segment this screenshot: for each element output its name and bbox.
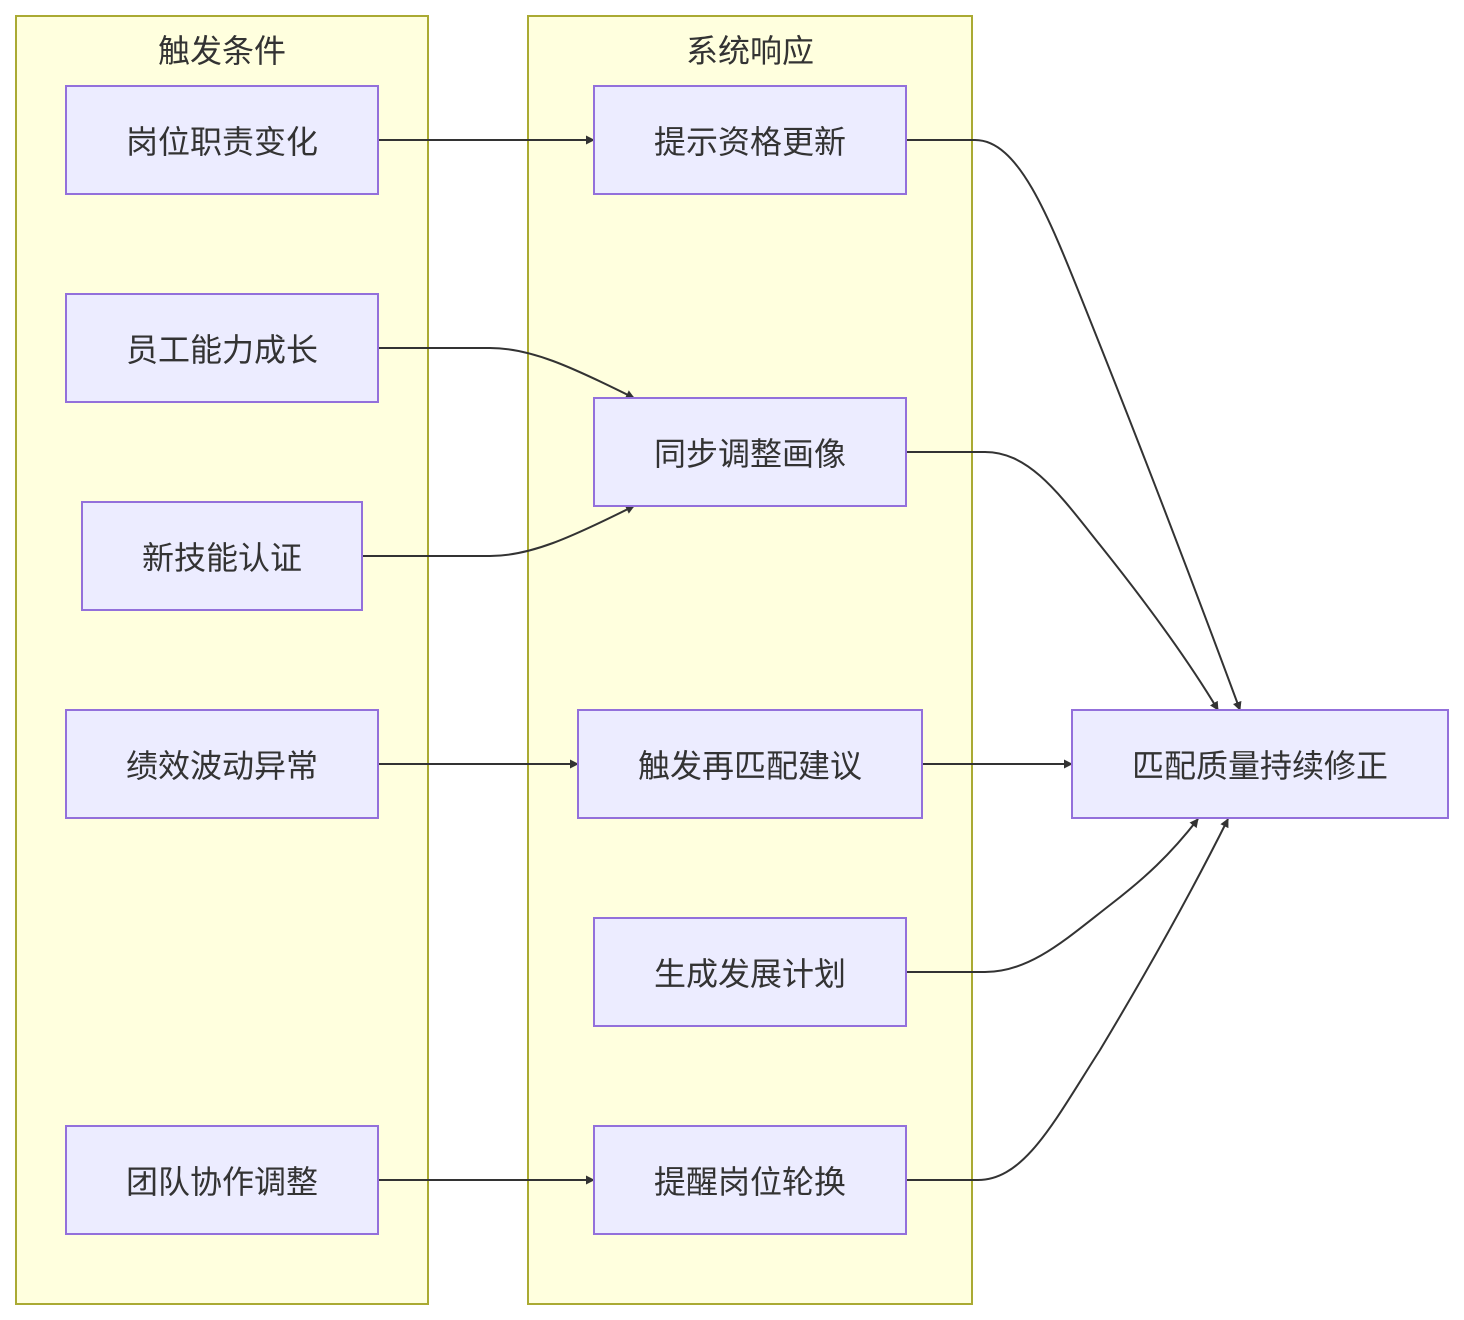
edge-rotation-to-quality-fix	[907, 818, 1229, 1181]
node-label: 提示资格更新	[653, 123, 846, 161]
node-rematch: 触发再匹配建议	[577, 709, 923, 819]
node-role-change: 岗位职责变化	[65, 85, 379, 195]
node-rotation: 提醒岗位轮换	[593, 1125, 907, 1235]
cluster-title-responses: 系统响应	[685, 32, 814, 70]
node-skill-cert: 新技能认证	[81, 501, 363, 611]
cluster-responses: 系统响应	[527, 15, 973, 1305]
node-label: 团队协作调整	[125, 1163, 318, 1201]
edge-ability-growth-to-sync-profile	[379, 347, 635, 399]
edge-qual-update-to-quality-fix	[907, 139, 1242, 711]
cluster-title-triggers: 触发条件	[157, 32, 286, 70]
node-label: 同步调整画像	[653, 435, 846, 473]
node-qual-update: 提示资格更新	[593, 85, 907, 195]
node-label: 岗位职责变化	[125, 123, 318, 161]
node-perf-anomaly: 绩效波动异常	[65, 709, 379, 819]
edge-dev-plan-to-quality-fix	[907, 818, 1199, 973]
node-label: 新技能认证	[141, 539, 302, 577]
node-label: 生成发展计划	[653, 955, 846, 993]
node-quality-fix: 匹配质量持续修正	[1071, 709, 1449, 819]
cluster-triggers: 触发条件	[15, 15, 429, 1305]
edge-skill-cert-to-sync-profile	[363, 505, 635, 557]
node-ability-growth: 员工能力成长	[65, 293, 379, 403]
node-label: 触发再匹配建议	[637, 747, 862, 785]
node-label: 提醒岗位轮换	[653, 1163, 846, 1201]
edge-sync-profile-to-quality-fix	[907, 451, 1219, 711]
node-label: 员工能力成长	[125, 331, 318, 369]
node-sync-profile: 同步调整画像	[593, 397, 907, 507]
node-dev-plan: 生成发展计划	[593, 917, 907, 1027]
node-label: 绩效波动异常	[125, 747, 318, 785]
node-label: 匹配质量持续修正	[1131, 747, 1388, 785]
node-team-adjust: 团队协作调整	[65, 1125, 379, 1235]
